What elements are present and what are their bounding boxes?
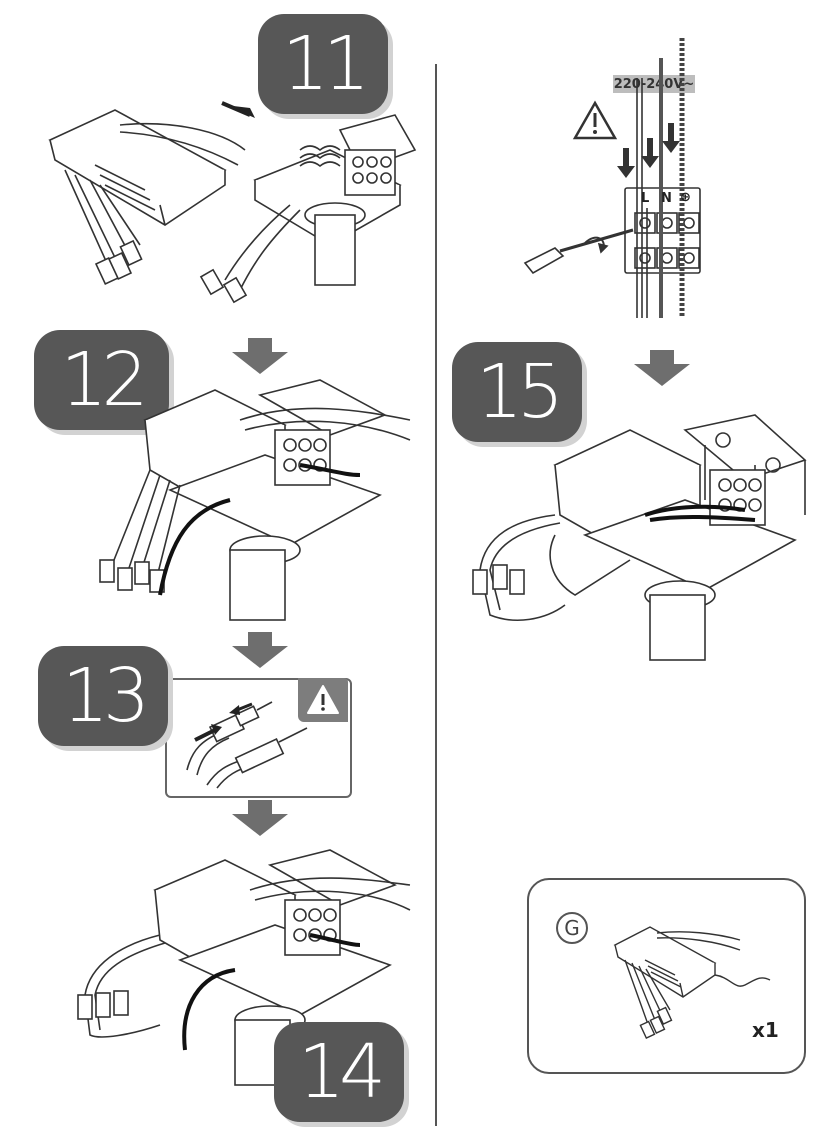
connector-detail-drawing (186, 701, 308, 789)
voltage-label: 220-240V~ (613, 75, 695, 93)
part-code-circle: G (556, 912, 588, 944)
step-13-number: 13 (61, 653, 150, 739)
terminal-label-n: N (661, 191, 672, 206)
terminal-label-l: L (641, 191, 650, 206)
terminal-label-earth: ⊕ (680, 190, 691, 205)
step-14-badge: 14 (274, 1022, 404, 1122)
step-11-badge: 11 (258, 14, 388, 114)
step-13-badge: 13 (38, 646, 168, 746)
step-12-badge: 12 (34, 330, 169, 430)
step-15-number: 15 (475, 349, 564, 435)
step-15-badge: 15 (452, 342, 582, 442)
step-15-illustration (472, 414, 807, 661)
led-driver-part-illustration (613, 926, 771, 1039)
step-12-number: 12 (60, 337, 148, 423)
warning-panel (298, 678, 348, 722)
mains-wiring-illustration (523, 38, 701, 318)
step-14-number: 14 (297, 1029, 386, 1115)
step-11-number: 11 (281, 21, 370, 107)
step-11-illustration (48, 101, 417, 304)
column-divider (435, 64, 437, 1126)
part-quantity: x1 (752, 1018, 779, 1042)
step-12-illustration (99, 379, 411, 621)
